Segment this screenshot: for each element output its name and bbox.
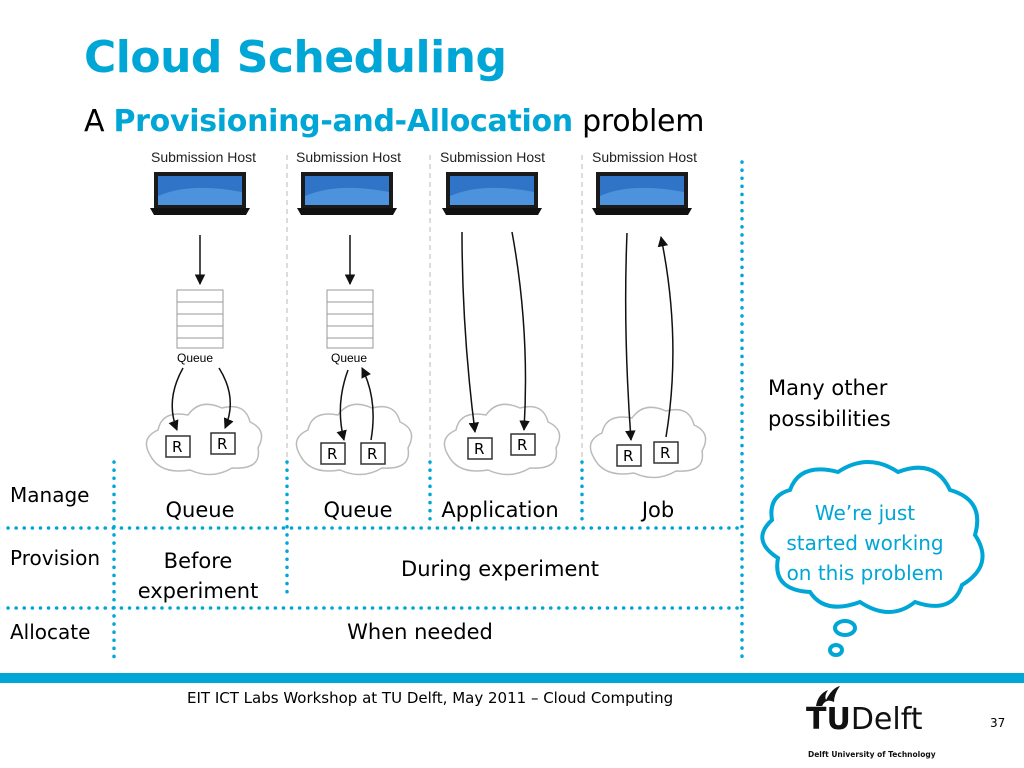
manage-value-application: Application	[441, 498, 559, 522]
resource-label: R	[660, 444, 671, 462]
resource-label: R	[327, 445, 338, 463]
logo-thin: Delft	[850, 702, 923, 737]
column-separators	[286, 155, 583, 465]
queue-icon-1	[176, 289, 224, 349]
dotted-grid	[6, 160, 744, 662]
row-label-manage: Manage	[10, 483, 90, 507]
flow-arrows	[168, 231, 674, 442]
host-label-1: Submission Host	[151, 149, 257, 165]
laptop-icon-1	[150, 172, 250, 215]
resource-label: R	[172, 438, 183, 456]
queue-icon-2	[326, 289, 374, 349]
laptop-icon-3	[442, 172, 542, 215]
note-line1: Many other	[768, 376, 888, 400]
resource-label: R	[517, 436, 528, 454]
slide-subtitle: A Provisioning-and-Allocation problem	[84, 104, 704, 139]
resource-cloud-2	[295, 403, 413, 476]
note-text: Many other possibilities	[768, 373, 891, 435]
thought-line1: We’re just	[814, 501, 916, 525]
provision-value-during: During experiment	[401, 557, 599, 581]
flame-logo-icon	[816, 686, 840, 706]
tudelft-logo: TUDelft	[806, 702, 923, 737]
note-line2: possibilities	[768, 407, 891, 431]
thought-line3: on this problem	[786, 561, 944, 585]
logo-bold: TU	[806, 702, 851, 737]
thought-bubble-icon	[760, 460, 985, 657]
resource-boxes	[165, 432, 679, 467]
resource-label: R	[217, 435, 228, 453]
resource-label: R	[474, 440, 485, 458]
provision-before-line2: experiment	[137, 579, 259, 603]
thought-bubble-text: We’re just started working on this probl…	[765, 498, 965, 588]
resource-label: R	[623, 447, 634, 465]
manage-value-queue-2: Queue	[323, 498, 393, 522]
resource-label: R	[367, 445, 378, 463]
manage-value-job: Job	[641, 498, 675, 522]
thought-line2: started working	[786, 531, 944, 555]
slide-title: Cloud Scheduling	[84, 32, 507, 83]
resource-cloud-4	[589, 406, 707, 479]
manage-value-queue-1: Queue	[165, 498, 235, 522]
host-label-4: Submission Host	[592, 149, 698, 165]
row-label-provision: Provision	[10, 546, 101, 570]
resource-cloud-1	[145, 403, 263, 476]
resource-cloud-3	[443, 403, 561, 476]
logo-subtitle: Delft University of Technology	[808, 750, 936, 759]
footer-bar	[0, 673, 1024, 683]
allocate-value: When needed	[347, 620, 493, 644]
subtitle-prefix: A	[84, 104, 105, 139]
page-number: 37	[990, 716, 1006, 730]
laptop-icon-2	[297, 172, 397, 215]
host-label-3: Submission Host	[440, 149, 546, 165]
queue-label-2: Queue	[331, 351, 368, 365]
provision-before-line1: Before	[163, 549, 233, 573]
subtitle-suffix: problem	[582, 104, 705, 139]
subtitle-highlight: Provisioning-and-Allocation	[113, 104, 573, 139]
laptop-icon-4	[592, 172, 692, 215]
queue-label-1: Queue	[177, 351, 214, 365]
provision-value-before: Before experiment	[128, 546, 268, 606]
row-label-allocate: Allocate	[10, 620, 91, 644]
footer-text: EIT ICT Labs Workshop at TU Delft, May 2…	[187, 689, 674, 707]
host-label-2: Submission Host	[296, 149, 402, 165]
